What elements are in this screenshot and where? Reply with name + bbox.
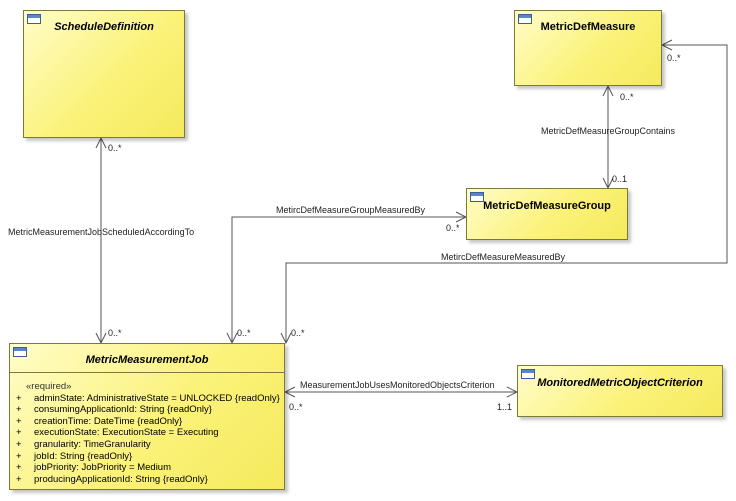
attribute-row[interactable]: +adminState: AdministrativeState = UNLOC…: [16, 392, 280, 404]
attribute-row[interactable]: +jobId: String {readOnly}: [16, 450, 133, 462]
assoc-scheduled-mult-top: 0..*: [108, 143, 122, 153]
attribute-row[interactable]: +producingApplicationId: String {readOnl…: [16, 473, 208, 485]
assoc-measure-measured-mult-job: 0..*: [291, 328, 305, 338]
class-icon: [521, 369, 535, 379]
assoc-scheduled-label: MetricMeasurementJobScheduledAccordingTo: [8, 227, 195, 237]
attribute-row[interactable]: +executionState: ExecutionState = Execut…: [16, 427, 219, 439]
class-metric-def-measure[interactable]: MetricDefMeasure: [514, 10, 662, 86]
assoc-group-contains-label: MetricDefMeasureGroupContains: [541, 126, 676, 136]
class-schedule-definition[interactable]: ScheduleDefinition: [23, 10, 185, 138]
class-icon: [470, 192, 484, 202]
assoc-uses-criterion-arrow-job: [283, 386, 296, 398]
class-metric-measurement-job[interactable]: MetricMeasurementJob «required» +adminSt…: [9, 343, 285, 490]
class-name: MetricMeasurementJob: [85, 354, 209, 366]
compartment-divider: [10, 372, 284, 373]
assoc-measure-measured-label: MetircDefMeasureMeasuredBy: [441, 252, 566, 262]
attribute-list: «required» +adminState: AdministrativeSt…: [16, 381, 280, 485]
assoc-uses-criterion-mult-criterion: 1..1: [497, 402, 513, 412]
attribute-row[interactable]: +granularity: TimeGranularity: [16, 438, 151, 450]
attribute-row[interactable]: +consumingApplicationId: String {readOnl…: [16, 404, 212, 416]
class-icon: [518, 14, 532, 24]
assoc-group-measured-line: [231, 216, 466, 343]
assoc-measure-measured-arrow-measure: [660, 39, 673, 51]
assoc-uses-criterion-label: MeasurementJobUsesMonitoredObjectsCriter…: [300, 380, 495, 390]
assoc-measure-measured-line: [285, 44, 728, 343]
attribute-row[interactable]: +creationTime: DateTime {readOnly}: [16, 415, 183, 427]
class-icon: [27, 14, 41, 24]
assoc-group-contains-arrow-top: [602, 84, 614, 97]
assoc-scheduled-arrow-top: [95, 136, 107, 149]
class-name: MetricDefMeasure: [540, 21, 636, 33]
stereotype-label: «required»: [26, 381, 72, 392]
class-metric-def-measure-group[interactable]: MetricDefMeasureGroup: [466, 188, 628, 240]
class-name: ScheduleDefinition: [54, 21, 154, 33]
assoc-group-contains-mult-top: 0..*: [620, 92, 634, 102]
assoc-group-measured-mult-group: 0..*: [446, 223, 460, 233]
class-name: MonitoredMetricObjectCriterion: [537, 377, 703, 389]
class-icon: [13, 347, 27, 357]
assoc-group-contains-mult-bottom: 0..1: [612, 174, 628, 184]
class-monitored-metric-object-criterion[interactable]: MonitoredMetricObjectCriterion: [517, 365, 723, 417]
assoc-group-measured-label: MetircDefMeasureGroupMeasuredBy: [276, 205, 426, 215]
assoc-uses-criterion-mult-job: 0..*: [289, 402, 303, 412]
assoc-measure-measured-mult-measure: 0..*: [667, 53, 681, 63]
attribute-row[interactable]: +jobPriority: JobPriority = Medium: [16, 462, 172, 474]
class-name: MetricDefMeasureGroup: [483, 200, 611, 212]
assoc-scheduled-mult-bottom: 0..*: [108, 328, 122, 338]
assoc-measure-measured-arrow-job: [280, 332, 292, 345]
assoc-group-measured-mult-job: 0..*: [237, 328, 251, 338]
